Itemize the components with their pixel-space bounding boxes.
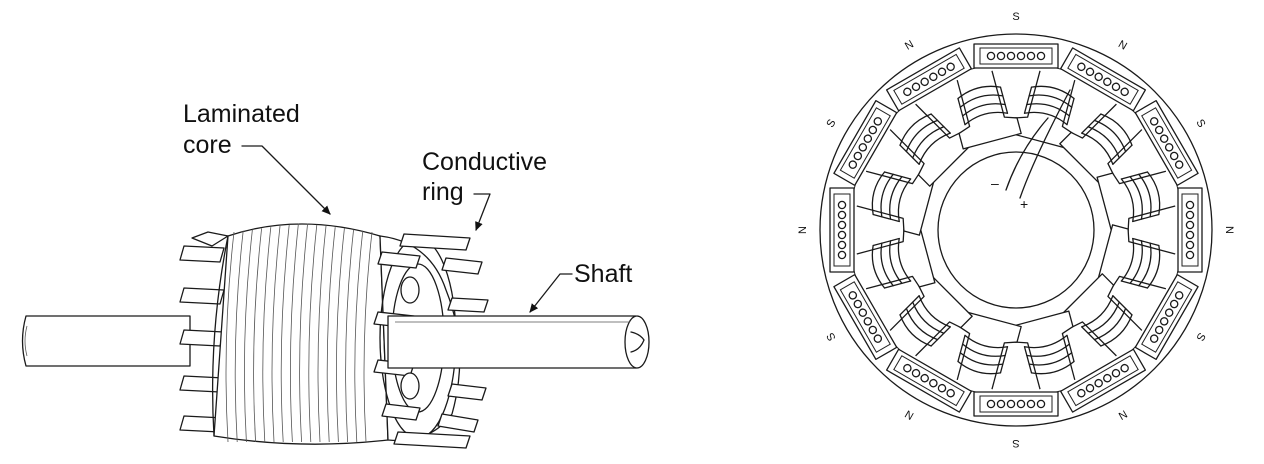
stator-slot <box>1134 99 1199 187</box>
field-coil <box>1081 295 1133 347</box>
pole-label: S <box>825 330 839 342</box>
stator-tooth <box>1010 70 1076 150</box>
conductive-bar <box>441 257 483 275</box>
conductive-bar <box>447 383 487 401</box>
rotor-circle <box>937 151 1095 309</box>
pole-label: S <box>1012 11 1019 23</box>
pole-label: S <box>1193 117 1207 129</box>
field-coil <box>957 85 1009 126</box>
field-coil <box>899 113 951 165</box>
field-coil <box>899 295 951 347</box>
laminated-core-label-line2: core <box>183 131 232 159</box>
conductive-bar <box>399 233 471 251</box>
stator-tooth <box>856 224 936 290</box>
shaft-right-end <box>387 315 650 369</box>
field-coil <box>1023 334 1075 375</box>
stator-slot <box>833 273 898 361</box>
stator-tooth <box>1010 310 1076 390</box>
conductive-bar <box>447 297 489 313</box>
stator-slot <box>973 43 1059 69</box>
stator-slot <box>1059 348 1147 413</box>
pole-label: N <box>797 226 809 234</box>
rotor-left-teeth <box>179 231 229 433</box>
conductive-ring-leader <box>473 193 491 231</box>
stator-slot <box>1134 273 1199 361</box>
stator-slot <box>1059 47 1147 112</box>
negative-terminal: – <box>991 175 999 191</box>
rotor-left-tooth <box>179 287 225 305</box>
pole-label: N <box>1116 38 1129 52</box>
conductive-bar <box>377 251 421 269</box>
field-coil <box>957 334 1009 375</box>
pole-labels: S N S N S N S N S N S N <box>797 11 1235 449</box>
shaft-label: Shaft <box>574 260 632 288</box>
conductive-bar <box>393 431 471 449</box>
squirrel-cage-rotor: Laminated core Conductive ring Shaft <box>21 100 650 449</box>
stator-slots <box>829 43 1203 417</box>
pole-label: S <box>1012 437 1019 449</box>
pole-label: S <box>1193 330 1207 342</box>
field-coils <box>871 85 1161 375</box>
shaft-left-end <box>21 315 191 367</box>
rotor-left-tooth <box>179 329 225 347</box>
laminated-core-label-line1: Laminated <box>183 100 300 128</box>
conductive-ring-label-line2: ring <box>422 178 464 206</box>
stator-tooth <box>1096 224 1176 290</box>
pole-label: S <box>825 117 839 129</box>
laminated-core-leader <box>241 145 331 215</box>
field-coil <box>1023 85 1075 126</box>
conductive-bar <box>437 413 479 433</box>
field-coil <box>871 171 912 223</box>
stator-slot <box>885 47 973 112</box>
stator-slot <box>829 187 855 273</box>
stator-slot <box>973 391 1059 417</box>
stator-slot <box>1177 187 1203 273</box>
conductive-bar <box>381 403 421 421</box>
stator-tooth <box>856 170 936 236</box>
pole-label: N <box>903 407 916 421</box>
stator-slot <box>885 348 973 413</box>
stator-tooth <box>956 310 1022 390</box>
laminated-core <box>211 223 391 445</box>
motor-cross-section: – + S N S N S N S N S N S N <box>797 11 1235 449</box>
field-coil <box>1081 113 1133 165</box>
field-coil <box>1120 237 1161 289</box>
shaft-leader <box>529 273 573 313</box>
stator-tooth <box>1096 170 1176 236</box>
rotor-left-tooth <box>179 245 225 263</box>
pole-label: N <box>903 38 916 52</box>
field-coil <box>1120 171 1161 223</box>
stator-tooth <box>956 70 1022 150</box>
conductive-ring-label-line1: Conductive <box>422 148 547 176</box>
lead-wires <box>1005 89 1071 199</box>
field-coil <box>871 237 912 289</box>
pole-label: N <box>1223 226 1235 234</box>
stator-slot <box>833 99 898 187</box>
pole-label: N <box>1116 407 1129 421</box>
positive-terminal: + <box>1020 196 1028 212</box>
